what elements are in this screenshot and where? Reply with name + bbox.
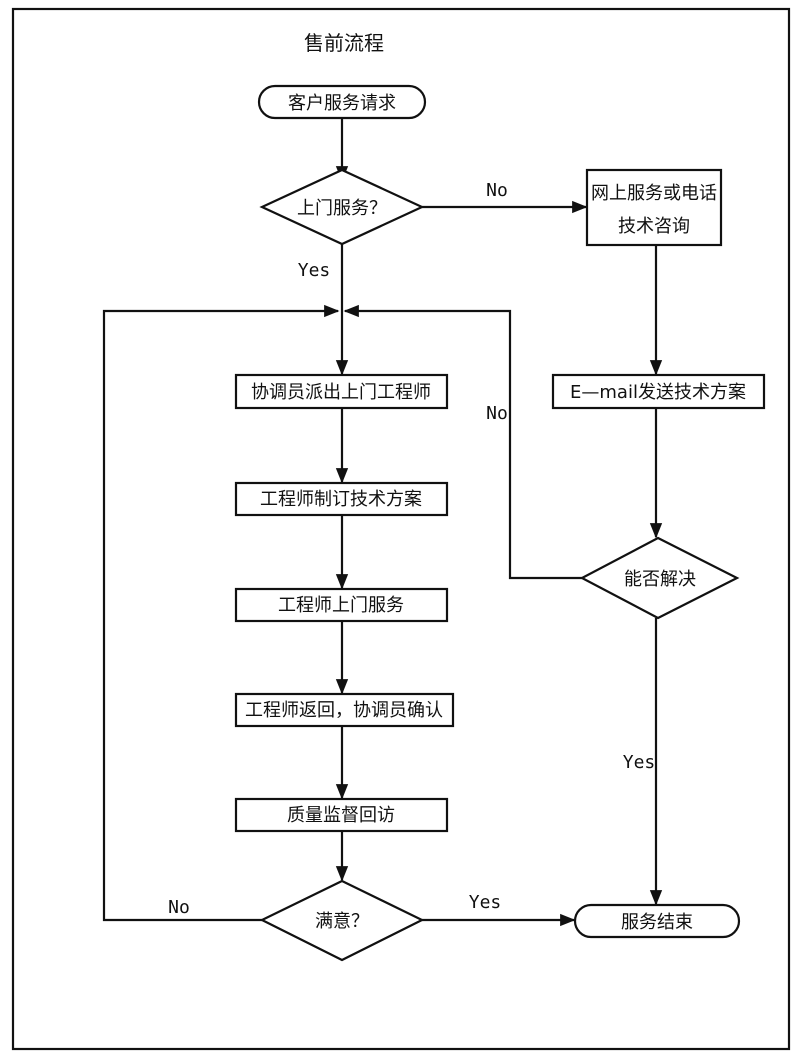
node-engineer-return-text: 工程师返回，协调员确认 (245, 700, 443, 721)
edge-resolved-no (343, 304, 582, 580)
node-onsite-decision-text: 上门服务？ (297, 198, 387, 219)
node-service-end-text: 服务结束 (621, 912, 693, 933)
node-engineer-return (234, 692, 455, 728)
node-resolved-decision-text: 能否解决 (624, 569, 696, 590)
node-online-service-line1: 网上服务或电话 (591, 183, 717, 204)
node-engineer-onsite (234, 587, 449, 623)
node-online-service-line2: 技术咨询 (618, 216, 690, 237)
node-onsite-decision (259, 168, 425, 246)
node-customer-request-text: 客户服务请求 (288, 93, 396, 114)
label-resolved-no: No (486, 403, 508, 424)
node-email-solution-text: E—mail发送技术方案 (570, 382, 746, 403)
node-dispatch-engineer-text: 协调员派出上门工程师 (251, 382, 431, 403)
label-satisfied-yes: Yes (469, 892, 502, 913)
label-satisfied-no: No (168, 897, 190, 918)
label-resolved-yes: Yes (623, 752, 656, 773)
diagram-frame (11, 7, 791, 1051)
node-service-end (573, 903, 741, 939)
node-resolved-decision (579, 536, 740, 620)
node-engineer-plan (234, 481, 449, 517)
node-online-service (585, 168, 723, 247)
node-email-solution (551, 373, 766, 410)
node-dispatch-engineer (234, 373, 449, 410)
label-onsite-no: No (486, 180, 508, 201)
node-engineer-plan-text: 工程师制订技术方案 (260, 489, 422, 510)
node-customer-request (257, 84, 427, 120)
edge-satisfied-no (102, 304, 340, 922)
diagram-title: 售前流程 (304, 31, 384, 55)
node-engineer-onsite-text: 工程师上门服务 (278, 595, 404, 616)
node-quality-visit (234, 797, 449, 833)
node-satisfied-decision (259, 879, 425, 962)
node-quality-visit-text: 质量监督回访 (287, 805, 395, 826)
label-onsite-yes: Yes (298, 260, 331, 281)
node-satisfied-decision-text: 满意？ (315, 911, 369, 932)
